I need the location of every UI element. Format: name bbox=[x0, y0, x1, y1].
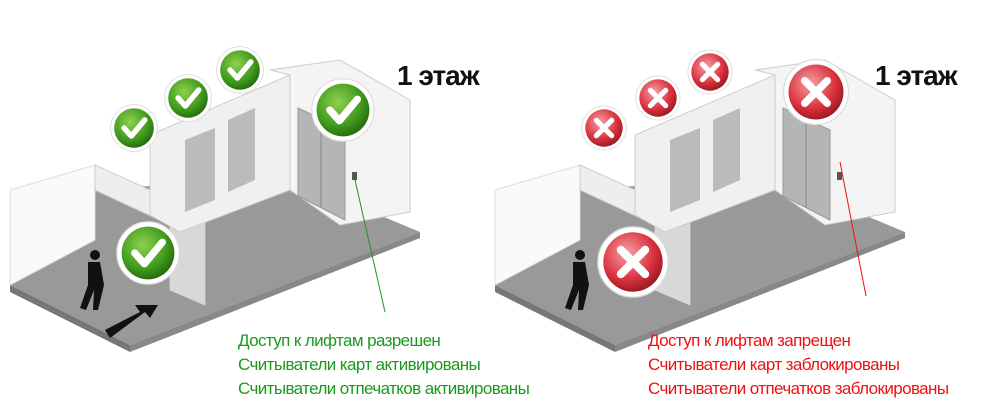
check-circle-icon bbox=[117, 222, 179, 284]
x-circle-icon bbox=[784, 60, 849, 125]
caption-card-readers: Считыватели карт активированы bbox=[238, 355, 481, 374]
right-captions: Доступ к лифтам запрещен Считыватели кар… bbox=[648, 329, 949, 401]
caption-access: Доступ к лифтам разрешен bbox=[238, 331, 441, 350]
right-scene bbox=[494, 50, 906, 353]
caption-fingerprint-readers: Считыватели отпечатков заблокированы bbox=[648, 379, 949, 398]
caption-fingerprint-readers: Считыватели отпечатков активированы bbox=[238, 379, 530, 398]
caption-card-readers: Считыватели карт заблокированы bbox=[648, 355, 900, 374]
check-circle-icon bbox=[111, 105, 158, 152]
floor-label: 1 этаж bbox=[397, 60, 480, 91]
x-circle-icon bbox=[688, 50, 732, 94]
check-circle-icon bbox=[312, 79, 374, 141]
floor-label: 1 этаж bbox=[875, 60, 958, 91]
x-circle-icon bbox=[582, 106, 626, 150]
x-circle-icon bbox=[636, 76, 680, 120]
arrow-icon bbox=[105, 305, 158, 338]
caption-access: Доступ к лифтам запрещен bbox=[648, 331, 851, 350]
left-scene bbox=[9, 47, 421, 353]
x-circle-icon bbox=[598, 227, 668, 297]
check-circle-icon bbox=[165, 75, 212, 122]
pointer-line bbox=[839, 161, 867, 297]
pointer-line bbox=[354, 179, 386, 313]
check-circle-icon bbox=[217, 47, 264, 94]
left-captions: Доступ к лифтам разрешен Считыватели кар… bbox=[238, 329, 530, 401]
